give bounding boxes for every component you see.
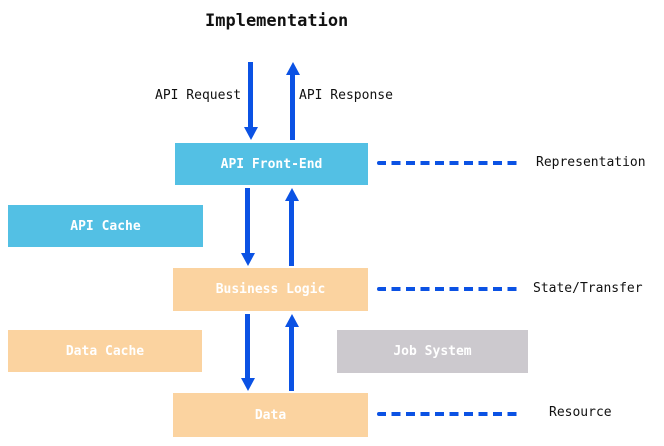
representation-label: Representation	[536, 155, 646, 170]
arrow-up-icon	[286, 62, 300, 140]
arrow-shaft	[245, 188, 250, 255]
arrow-shaft	[245, 314, 250, 380]
api-response-label: API Response	[299, 88, 393, 103]
data-cache-box: Data Cache	[8, 330, 202, 372]
data-box: Data	[173, 393, 368, 437]
arrow-up-icon	[285, 188, 299, 266]
arrow-shaft	[289, 199, 294, 266]
arrow-down-icon	[244, 62, 258, 140]
arrow-down-icon	[241, 314, 255, 391]
arrow-up-icon	[285, 314, 299, 391]
arrow-down-icon	[241, 188, 255, 266]
arrow-head	[241, 378, 255, 391]
api-request-label: API Request	[155, 88, 242, 103]
dashed-connector	[377, 412, 520, 416]
arrow-shaft	[290, 73, 295, 140]
job-system-box: Job System	[337, 330, 528, 373]
arrow-head	[241, 253, 255, 266]
arrow-head	[285, 188, 299, 201]
dashed-connector	[377, 287, 520, 291]
arrow-head	[285, 314, 299, 327]
arrow-head	[244, 127, 258, 140]
api-front-end-box: API Front-End	[175, 143, 368, 185]
diagram-title: Implementation	[205, 11, 349, 31]
arrow-head	[286, 62, 300, 75]
dashed-connector	[377, 161, 520, 165]
api-cache-box: API Cache	[8, 205, 203, 247]
resource-label: Resource	[549, 405, 612, 420]
state-transfer-label: State/Transfer	[533, 281, 643, 296]
arrow-shaft	[289, 325, 294, 391]
arrow-shaft	[248, 62, 253, 129]
business-logic-box: Business Logic	[173, 268, 368, 311]
